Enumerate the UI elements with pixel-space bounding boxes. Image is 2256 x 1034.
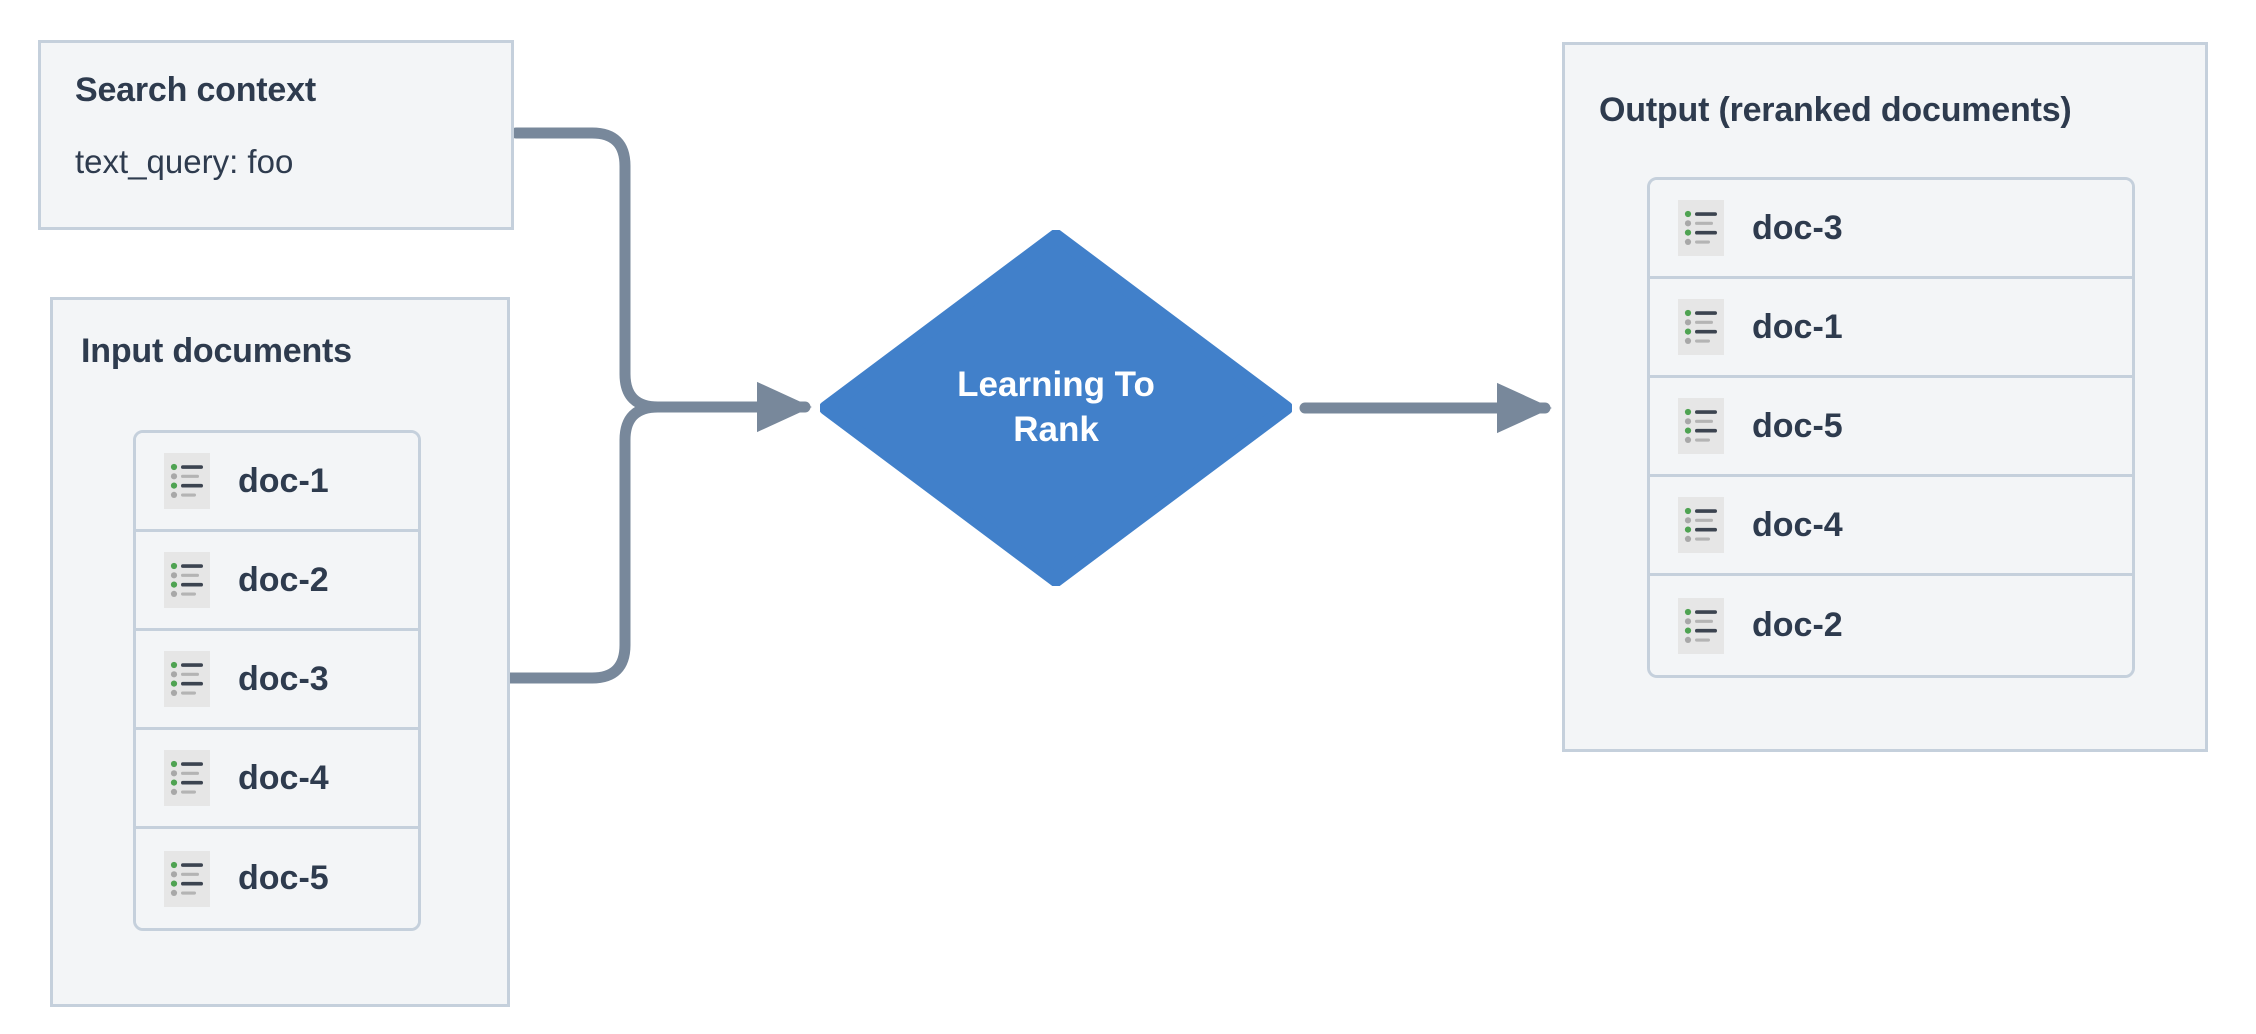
document-list-icon <box>1678 497 1724 553</box>
diamond-shape <box>820 230 1292 586</box>
document-list-icon <box>1678 398 1724 454</box>
list-item-label: doc-1 <box>238 461 329 500</box>
search-context-query: text_query: foo <box>75 143 294 180</box>
list-item[interactable]: doc-1 <box>1650 279 2132 378</box>
list-item[interactable]: doc-4 <box>1650 477 2132 576</box>
list-item[interactable]: doc-5 <box>1650 378 2132 477</box>
list-item[interactable]: doc-3 <box>136 631 418 730</box>
document-list-icon <box>164 651 210 707</box>
input-documents-panel: Input documents doc-1 <box>50 297 510 1007</box>
list-item-label: doc-2 <box>1752 606 1843 644</box>
list-item[interactable]: doc-2 <box>1650 576 2132 675</box>
document-list-icon <box>1678 299 1724 355</box>
list-item-label: doc-4 <box>238 758 329 797</box>
output-documents-list: doc-3 doc-1 <box>1647 177 2135 678</box>
document-list-icon <box>164 552 210 608</box>
list-item-label: doc-4 <box>1752 505 1843 544</box>
search-context-title: Search context <box>75 71 316 109</box>
list-item[interactable]: doc-2 <box>136 532 418 631</box>
list-item-label: doc-1 <box>1752 307 1843 346</box>
output-documents-title: Output (reranked documents) <box>1599 91 2072 129</box>
list-item-label: doc-3 <box>238 659 329 698</box>
list-item-label: doc-5 <box>1752 406 1843 445</box>
list-item[interactable]: doc-1 <box>136 433 418 532</box>
list-item-label: doc-3 <box>1752 208 1843 247</box>
list-item[interactable]: doc-4 <box>136 730 418 829</box>
search-context-panel: Search context text_query: foo <box>38 40 514 230</box>
connector-search-context-to-ltr <box>510 127 706 413</box>
list-item[interactable]: doc-5 <box>136 829 418 928</box>
input-documents-title: Input documents <box>81 332 352 370</box>
document-list-icon <box>1678 597 1724 654</box>
document-list-icon <box>164 750 210 806</box>
output-documents-panel: Output (reranked documents) doc-3 <box>1562 42 2208 752</box>
list-item[interactable]: doc-3 <box>1650 180 2132 279</box>
document-list-icon <box>164 850 210 907</box>
connector-input-documents-to-ltr <box>504 401 706 684</box>
input-documents-list: doc-1 doc-2 <box>133 430 421 931</box>
document-list-icon <box>1678 200 1724 256</box>
learning-to-rank-node[interactable]: Learning To Rank <box>820 230 1292 586</box>
list-item-label: doc-2 <box>238 560 329 599</box>
document-list-icon <box>164 453 210 509</box>
list-item-label: doc-5 <box>238 859 329 897</box>
